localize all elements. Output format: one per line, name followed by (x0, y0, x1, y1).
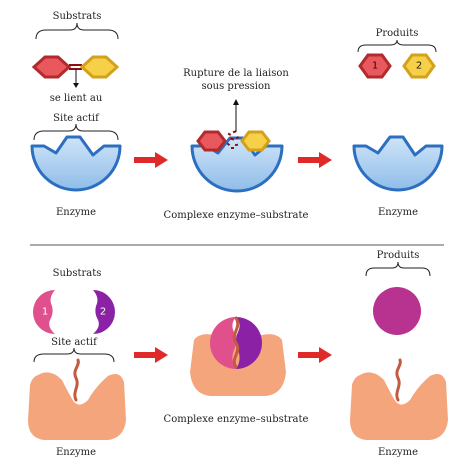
bottom-arrow-2 (298, 347, 332, 363)
bind-label: se lient au (50, 93, 103, 104)
complex-red-hexagon (196, 130, 227, 152)
top-enzyme-label-right: Enzyme (378, 207, 418, 218)
rupture-label-line2: sous pression (202, 81, 271, 92)
bottom-active-site-label: Site actif (51, 337, 98, 348)
bottom-enzyme-label-right: Enzyme (378, 447, 418, 458)
bottom-substrates-label: Substrats (53, 268, 102, 279)
top-arrow-2 (298, 152, 332, 168)
yellow-hexagon-substrate (79, 55, 120, 79)
active-site-loop-complex (232, 316, 240, 369)
bottom-products-label: Produits (377, 250, 420, 261)
active-site-loop-right (395, 358, 402, 402)
product-1-number: 1 (372, 61, 378, 72)
bottom-product-circle (373, 287, 421, 335)
top-arrow-1 (134, 152, 168, 168)
top-active-site-brace (33, 123, 119, 141)
red-hexagon-substrate (31, 55, 72, 79)
top-active-site-label: Site actif (53, 113, 100, 124)
active-site-loop-left (73, 358, 80, 402)
top-enzyme-label-left: Enzyme (56, 207, 96, 218)
complex-yellow-hexagon (240, 130, 271, 152)
substrate-1-number: 1 (42, 307, 48, 318)
top-products-brace (357, 39, 437, 53)
top-substrates-label: Substrats (53, 11, 102, 22)
bottom-active-site-brace (33, 347, 115, 363)
complex-substrate-1 (210, 317, 236, 369)
bottom-arrow-1 (134, 347, 168, 363)
top-complex-label: Complexe enzyme–substrate (164, 210, 309, 221)
top-complex (190, 99, 284, 193)
product-1-red-hexagon (358, 53, 392, 79)
rupture-label-line1: Rupture de la liaison (183, 68, 289, 79)
substrate-1-shape (33, 290, 55, 334)
bottom-enzyme-label-left: Enzyme (56, 447, 96, 458)
top-bonded-substrates (31, 55, 120, 79)
bottom-complex (190, 316, 286, 396)
bottom-products-brace (365, 261, 431, 277)
product-2-number: 2 (416, 61, 422, 72)
bottom-panel: Substrats 1 2 Site actif Enzyme Complexe… (28, 250, 448, 458)
complex-substrate-2 (236, 317, 262, 369)
bottom-enzyme-right (350, 372, 448, 440)
top-enzyme-left (30, 135, 122, 192)
product-2-yellow-hexagon (402, 53, 436, 79)
product-1: 1 (358, 53, 392, 79)
substrate-2: 2 (93, 290, 115, 334)
substrate-2-shape (93, 290, 115, 334)
substrate-1: 1 (33, 290, 55, 334)
substrate-2-number: 2 (100, 307, 106, 318)
top-enzyme-right (352, 135, 444, 192)
top-panel: Substrats se lient au Site actif Enzyme (30, 11, 444, 221)
top-products-label: Produits (376, 28, 419, 39)
top-substrates-brace (35, 22, 119, 40)
broken-bond (226, 130, 240, 149)
product-2: 2 (402, 53, 436, 79)
bottom-complex-label: Complexe enzyme–substrate (164, 414, 309, 425)
bottom-enzyme-left (28, 372, 126, 440)
